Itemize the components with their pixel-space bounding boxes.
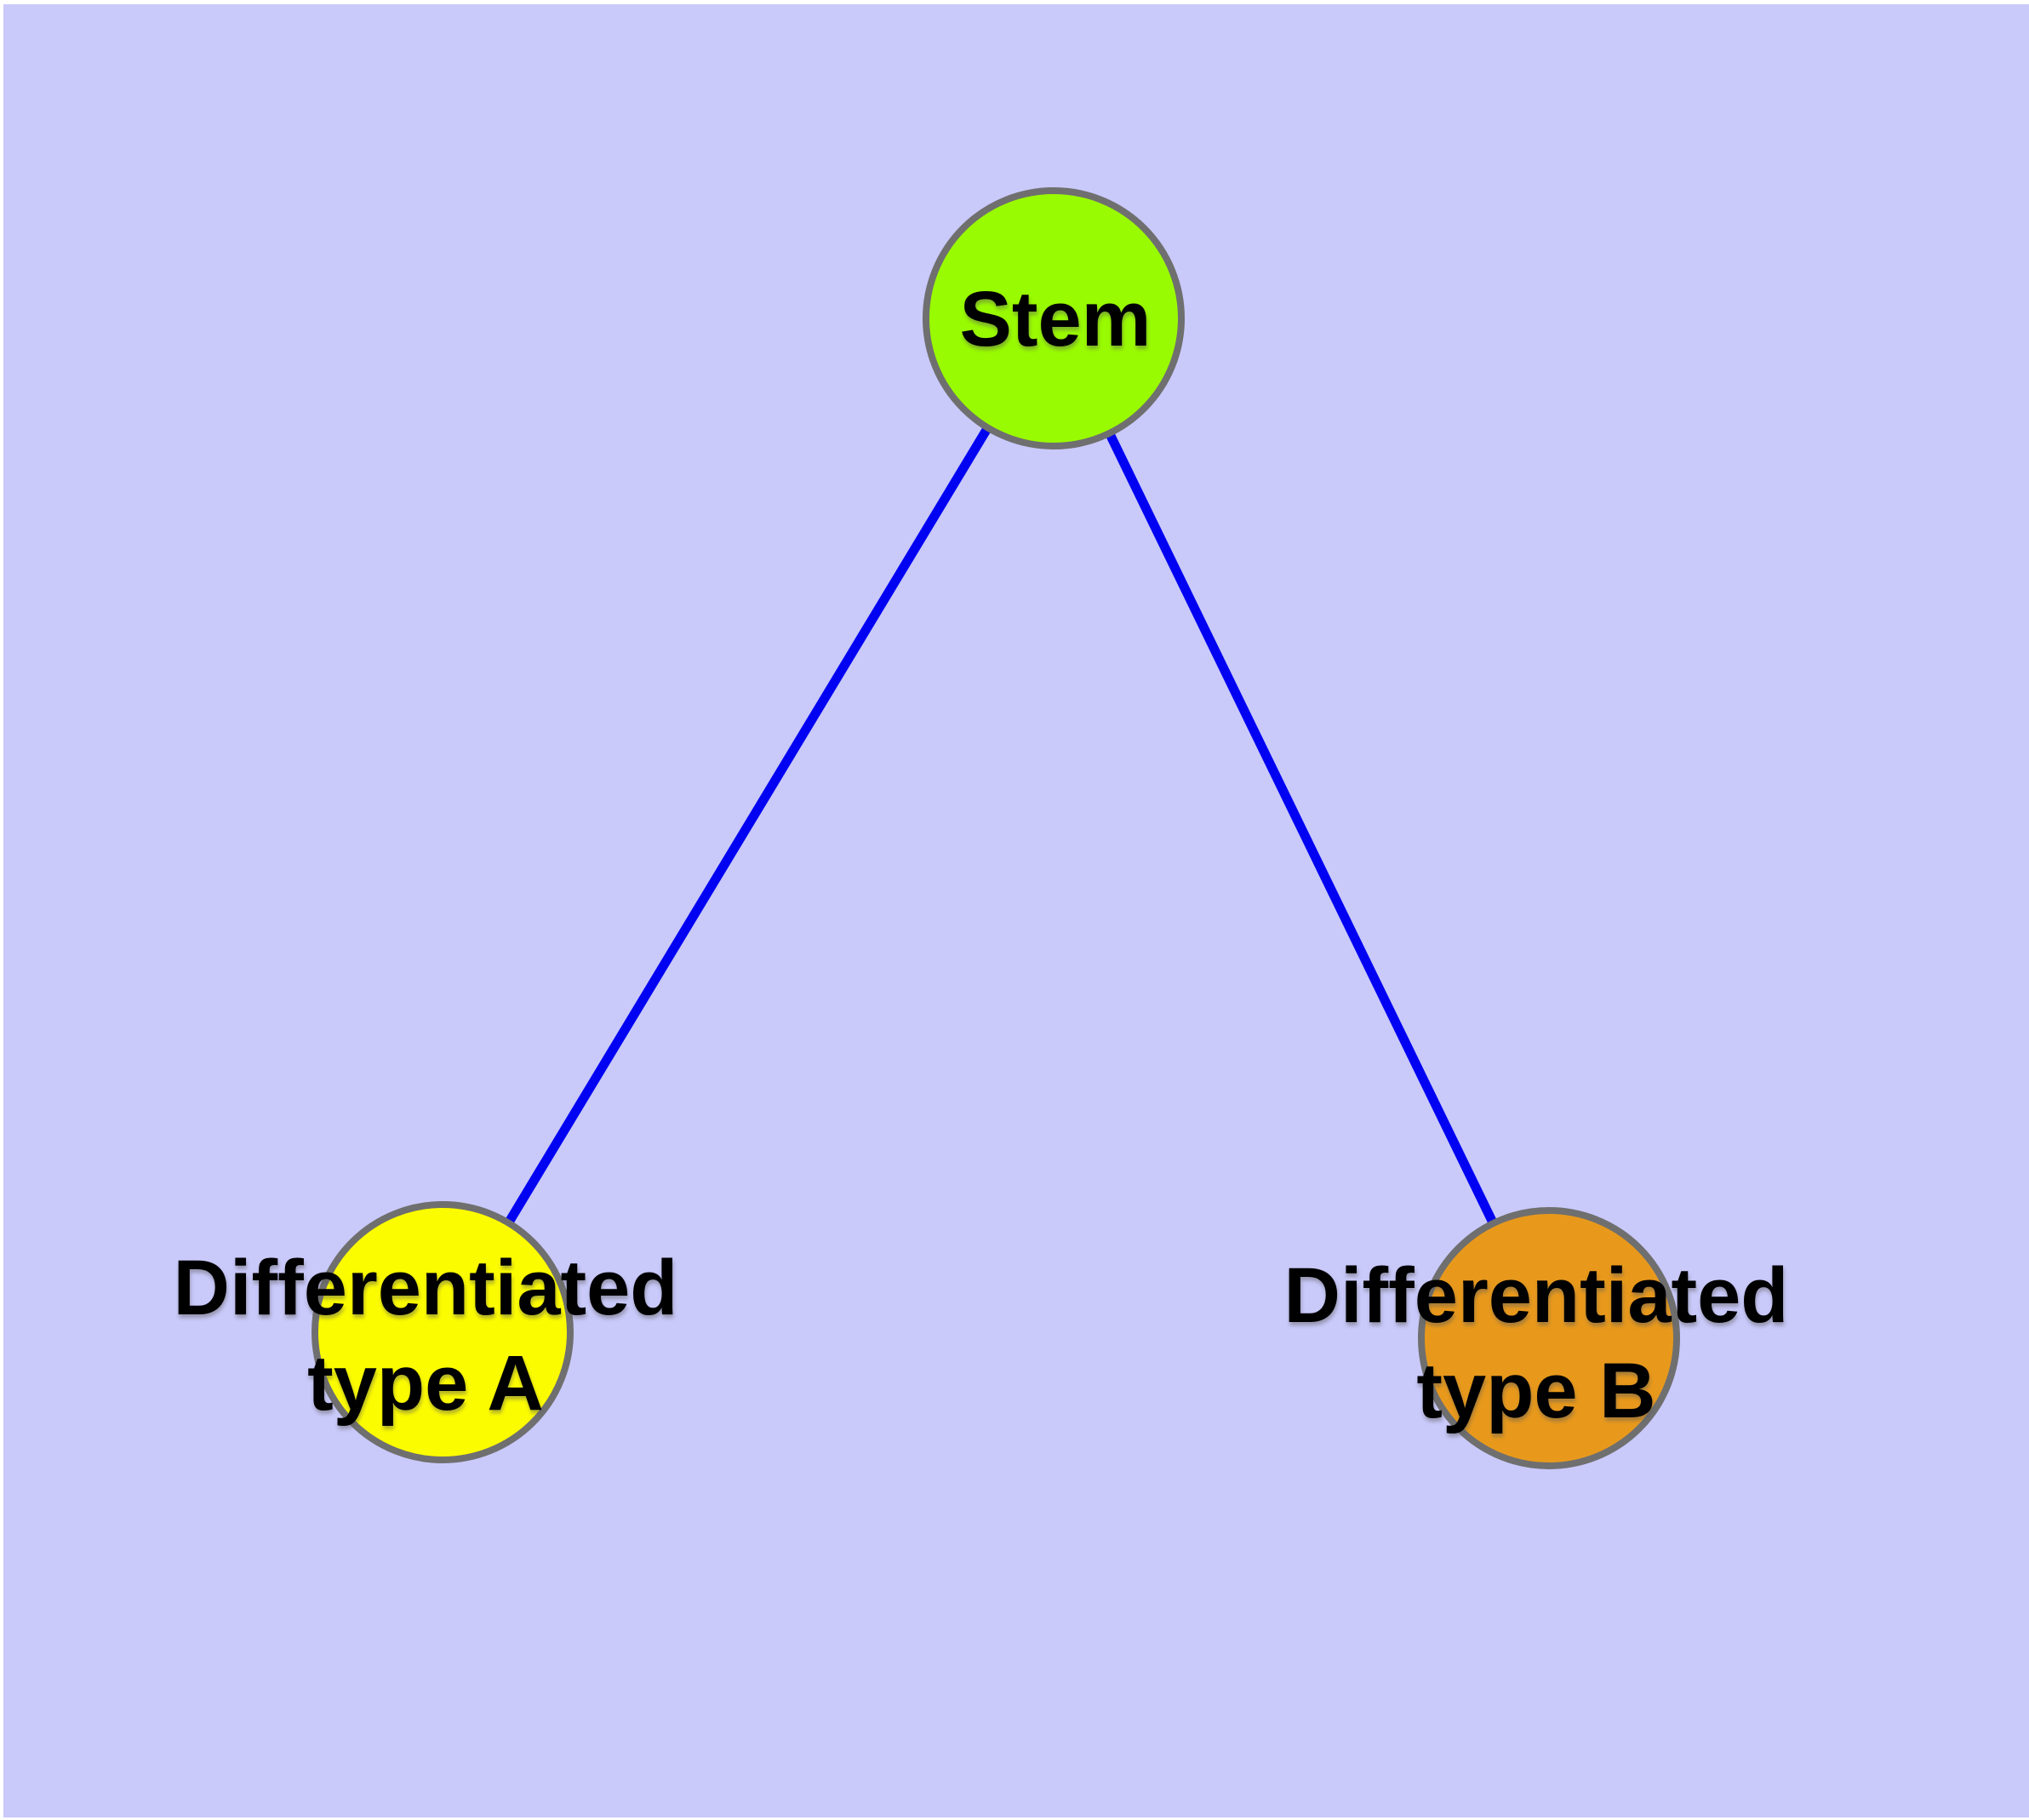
node-stem xyxy=(923,187,1185,449)
node-differentiated-type-a xyxy=(311,1201,574,1463)
edge-stem-to-type-a xyxy=(438,316,1058,1335)
node-differentiated-type-b xyxy=(1418,1207,1680,1469)
edge-stem-to-type-b xyxy=(1049,316,1553,1341)
